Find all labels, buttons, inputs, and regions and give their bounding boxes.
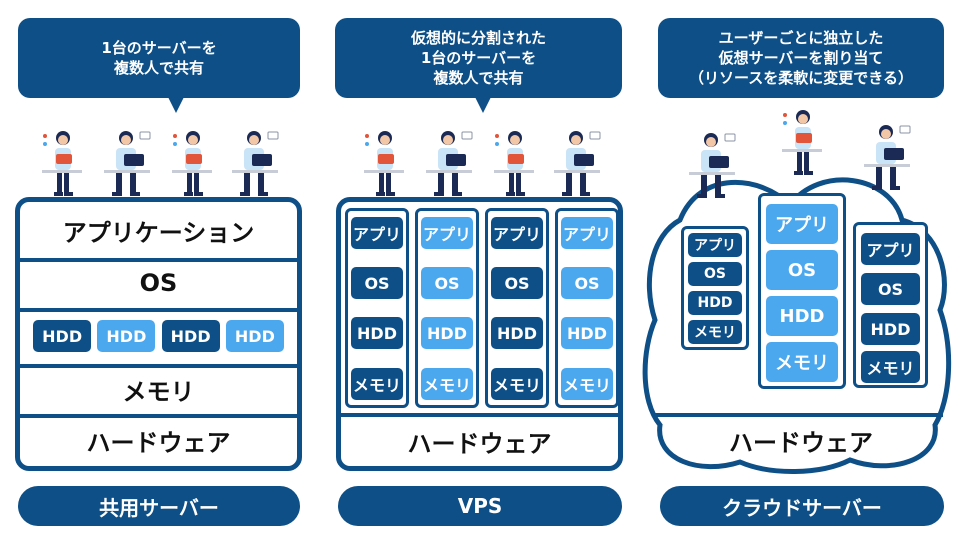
speech-bubble-shared: 1台のサーバーを 複数人で共有	[18, 18, 300, 113]
layer-label: アプリケーション	[62, 218, 255, 247]
vps-server-stack: アプリ OS HDD メモリ アプリ OS HDD メモリ アプリ OS HDD…	[336, 197, 623, 471]
woman-laptop-icon	[494, 131, 534, 196]
label-cloud-server: クラウドサーバー	[660, 486, 944, 526]
bubble-line: （リソースを柔軟に変更できる）	[689, 69, 913, 87]
hdd-chip: HDD	[33, 320, 92, 352]
hdd-chip: HDD	[688, 291, 742, 315]
label-vps: VPS	[338, 486, 622, 526]
shared-server-stack: アプリケーション OS HDD HDD HDD HDD メモリ ハードウェア	[15, 197, 302, 471]
layer-hardware: ハードウェア	[341, 417, 618, 466]
memory-chip: メモリ	[688, 320, 742, 344]
man-laptop-icon	[554, 131, 601, 196]
app-chip: アプリ	[861, 233, 920, 265]
man-laptop-icon	[104, 131, 151, 196]
hdd-chip: HDD	[351, 317, 403, 349]
hdd-chip: HDD	[97, 320, 156, 352]
os-chip: OS	[688, 262, 742, 286]
man-laptop-icon	[689, 133, 736, 198]
bubble-line: 複数人で共有	[433, 69, 524, 87]
layer-label: ハードウェア	[86, 428, 231, 457]
os-chip: OS	[351, 267, 403, 299]
layer-memory: メモリ	[20, 364, 297, 418]
layer-label: ハードウェア	[729, 428, 873, 457]
layer-hardware: ハードウェア	[660, 418, 942, 462]
bubble-line: 仮想サーバーを割り当て	[718, 49, 884, 67]
layer-os: OS	[20, 258, 297, 312]
app-chip: アプリ	[688, 233, 742, 257]
os-chip: OS	[766, 250, 838, 290]
os-chip: OS	[421, 267, 473, 299]
layer-application: アプリケーション	[20, 202, 297, 262]
os-chip: OS	[861, 273, 920, 305]
bubble-line: 複数人で共有	[113, 59, 204, 77]
memory-chip: メモリ	[421, 368, 473, 400]
bubble-line: 1台のサーバーを	[420, 49, 537, 67]
layer-hardware: ハードウェア	[20, 414, 297, 466]
hdd-chip: HDD	[561, 317, 613, 349]
memory-chip: メモリ	[351, 368, 403, 400]
vps-virtual-server: アプリ OS HDD メモリ	[415, 208, 479, 408]
hdd-chip: HDD	[861, 313, 920, 345]
cloud-virtual-server-large: アプリ OS HDD メモリ	[758, 193, 846, 389]
os-chip: OS	[561, 267, 613, 299]
woman-laptop-icon	[42, 131, 82, 196]
bubble-line: 1台のサーバーを	[101, 39, 217, 57]
layer-label: メモリ	[122, 377, 195, 406]
vps-virtual-server: アプリ OS HDD メモリ	[555, 208, 619, 408]
bubble-line: 仮想的に分割された	[410, 29, 546, 47]
hdd-chip: HDD	[225, 320, 284, 352]
woman-laptop-icon	[782, 110, 822, 175]
app-chip: アプリ	[351, 217, 403, 249]
layer-hdd: HDD HDD HDD HDD	[20, 308, 297, 368]
app-chip: アプリ	[561, 217, 613, 249]
hdd-chip: HDD	[766, 296, 838, 336]
cloud-virtual-server-small: アプリ OS HDD メモリ	[681, 226, 749, 350]
man-laptop-icon	[864, 125, 911, 190]
app-chip: アプリ	[766, 204, 838, 244]
memory-chip: メモリ	[861, 351, 920, 383]
woman-laptop-icon	[172, 131, 212, 196]
hdd-chip: HDD	[161, 320, 220, 352]
hdd-chip: HDD	[421, 317, 473, 349]
label-shared-server: 共用サーバー	[18, 486, 300, 526]
speech-bubble-cloud: ユーザーごとに独立した 仮想サーバーを割り当て （リソースを柔軟に変更できる）	[658, 18, 944, 98]
man-laptop-icon	[426, 131, 473, 196]
memory-chip: メモリ	[766, 342, 838, 382]
bubble-line: ユーザーごとに独立した	[718, 29, 884, 47]
vps-virtual-server: アプリ OS HDD メモリ	[485, 208, 549, 408]
layer-label: OS	[139, 269, 178, 297]
layer-label: ハードウェア	[407, 430, 552, 458]
os-chip: OS	[491, 267, 543, 299]
man-laptop-icon	[232, 131, 279, 196]
cloud-virtual-server-medium: アプリ OS HDD メモリ	[853, 222, 928, 388]
app-chip: アプリ	[421, 217, 473, 249]
memory-chip: メモリ	[561, 368, 613, 400]
speech-bubble-vps: 仮想的に分割された 1台のサーバーを 複数人で共有	[335, 18, 622, 113]
app-chip: アプリ	[491, 217, 543, 249]
hdd-chip: HDD	[491, 317, 543, 349]
vps-virtual-server: アプリ OS HDD メモリ	[345, 208, 409, 408]
woman-laptop-icon	[364, 131, 404, 196]
divider	[341, 413, 618, 417]
memory-chip: メモリ	[491, 368, 543, 400]
